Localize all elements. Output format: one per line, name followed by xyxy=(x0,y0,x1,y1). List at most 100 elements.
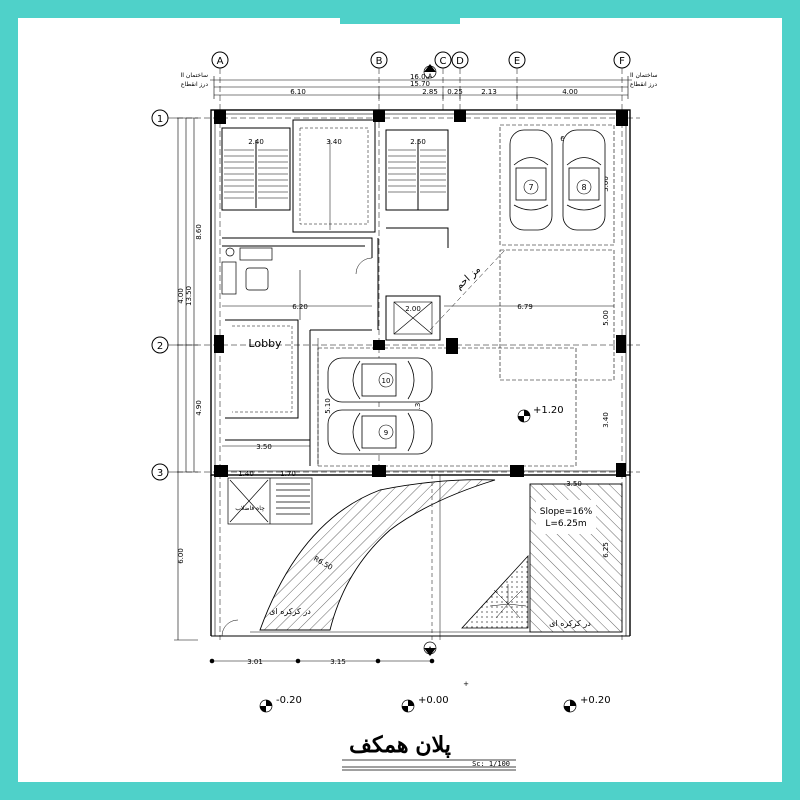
gate-label-right: در کرکره ای xyxy=(549,619,591,628)
lobby-furniture xyxy=(221,247,273,295)
parking-number-10: 10 xyxy=(378,372,394,388)
svg-text:7: 7 xyxy=(528,183,533,192)
svg-text:F: F xyxy=(619,56,625,67)
grid-bubble-2: 2 xyxy=(151,336,169,354)
svg-text:A: A xyxy=(428,646,433,653)
plan-scale: Sc: 1/100 xyxy=(472,760,510,768)
sewer-label: چاه فاضلاب xyxy=(235,505,265,512)
svg-text:+0.20: +0.20 xyxy=(580,695,611,706)
dim-top-seg-5: 4.00 xyxy=(562,88,578,96)
dim-lobby-width: 6.20 xyxy=(292,303,308,311)
section-marker-bottom: A xyxy=(423,641,437,656)
level-marker-right: +0.20 xyxy=(563,695,611,713)
dim-seg-b: 1.70 xyxy=(280,470,296,478)
dim-left-b: 4.00 xyxy=(177,288,185,304)
grid-bubble-c: C xyxy=(434,51,452,69)
planter xyxy=(461,554,529,629)
dim-left-c: 13.50 xyxy=(185,286,193,306)
dim-lobby-bottom: 3.50 xyxy=(256,443,272,451)
title-underline xyxy=(342,759,516,771)
ramp-length: L=6.25m xyxy=(545,519,586,529)
grid-bubble-f: F xyxy=(613,51,631,69)
svg-text:1: 1 xyxy=(157,114,163,125)
grid-row-bubbles: 1 2 3 xyxy=(151,109,169,481)
plus-mark: + xyxy=(463,680,469,688)
svg-text:درز انقطاع: درز انقطاع xyxy=(181,81,208,88)
dim-stair-left: 2.40 xyxy=(248,138,264,146)
grid-bubble-3: 3 xyxy=(151,463,169,481)
bottom-dimensions xyxy=(209,658,435,664)
parking-number-9: 9 xyxy=(378,424,394,440)
svg-text:درز انقطاع: درز انقطاع xyxy=(630,81,657,88)
dim-ramp-width: 3.50 xyxy=(566,480,582,488)
driveway-label: مز احم xyxy=(454,264,483,292)
dim-seg-a: 1.40 xyxy=(238,470,254,478)
svg-text:8: 8 xyxy=(581,183,586,192)
ramp-slope: Slope=16% xyxy=(540,507,593,517)
outer-walls xyxy=(210,109,631,637)
svg-text:2: 2 xyxy=(157,341,163,352)
dim-parking-width-2: 6.79 xyxy=(517,303,533,311)
elevator xyxy=(385,295,441,341)
void-shaft xyxy=(292,119,376,233)
grid-bubble-b: B xyxy=(370,51,388,69)
door-swing xyxy=(355,257,373,275)
section-marker-top: A xyxy=(423,64,437,80)
dim-top-seg-3: 0.25 xyxy=(447,88,463,96)
corner-note-left: II ساختمان درز انقطاع xyxy=(180,72,208,88)
dim-parking-height-3: 3.40 xyxy=(602,412,610,428)
left-dimensions xyxy=(174,117,198,641)
parking-number-7: 7 xyxy=(523,179,539,195)
level-marker-left: -0.20 xyxy=(259,695,302,713)
stair-right xyxy=(385,129,449,211)
corner-note-right: II ساختمان درز انقطاع xyxy=(630,72,658,88)
dim-left-a: 8.60 xyxy=(195,224,203,240)
svg-text:10: 10 xyxy=(382,377,391,385)
svg-text:+0.00: +0.00 xyxy=(418,695,449,706)
dim-stair-right: 2.50 xyxy=(410,138,426,146)
gate-label-left: در کرکره ای xyxy=(269,607,311,616)
level-marker-mid: +1.20 xyxy=(517,405,564,423)
driveway-line xyxy=(429,249,506,331)
dim-top-inner: 15.70 xyxy=(410,80,430,88)
svg-text:C: C xyxy=(440,56,447,67)
dim-top-seg-4: 2.13 xyxy=(481,88,497,96)
svg-text:B: B xyxy=(376,56,383,67)
lobby-label: Lobby xyxy=(248,337,282,350)
dim-mid-height-2: 4.30 xyxy=(414,398,422,414)
straight-ramp xyxy=(529,483,623,633)
structural-columns xyxy=(214,110,628,477)
grid-bubble-1: 1 xyxy=(151,109,169,127)
svg-text:+1.20: +1.20 xyxy=(533,405,564,416)
parking-area-middle xyxy=(317,347,577,467)
level-marker-center: +0.00 xyxy=(401,695,449,713)
dim-void: 3.40 xyxy=(326,138,342,146)
svg-text:-0.20: -0.20 xyxy=(276,695,302,706)
dim-left-e: 6.00 xyxy=(177,548,185,564)
entrance-door-swing xyxy=(221,619,239,637)
svg-text:A: A xyxy=(428,73,433,80)
svg-text:E: E xyxy=(514,56,520,67)
dim-mid-height: 5.10 xyxy=(324,398,332,414)
svg-text:9: 9 xyxy=(384,429,388,437)
stair-left xyxy=(221,127,291,211)
grid-column-bubbles: A B C D E F xyxy=(211,51,631,69)
curved-ramp xyxy=(259,479,496,631)
dim-left-d: 4.90 xyxy=(195,400,203,416)
parking-area-top xyxy=(444,124,615,381)
dim-ramp-height: 6.25 xyxy=(602,542,610,558)
dim-top-total: 16.00 xyxy=(410,73,430,81)
entrance-stair xyxy=(227,477,313,525)
svg-text:II ساختمان: II ساختمان xyxy=(180,72,208,79)
svg-text:A: A xyxy=(217,56,224,67)
interior-walls xyxy=(222,227,449,466)
frame-notch xyxy=(340,18,460,24)
svg-text:3: 3 xyxy=(157,468,163,479)
grid-bubble-e: E xyxy=(508,51,526,69)
dim-bottom-a: 3.01 xyxy=(247,658,263,666)
dim-parking-height: 5.00 xyxy=(602,176,610,192)
svg-text:II ساختمان: II ساختمان xyxy=(630,72,658,79)
grid-bubble-d: D xyxy=(451,51,469,69)
grid-bubble-a: A xyxy=(211,51,229,69)
